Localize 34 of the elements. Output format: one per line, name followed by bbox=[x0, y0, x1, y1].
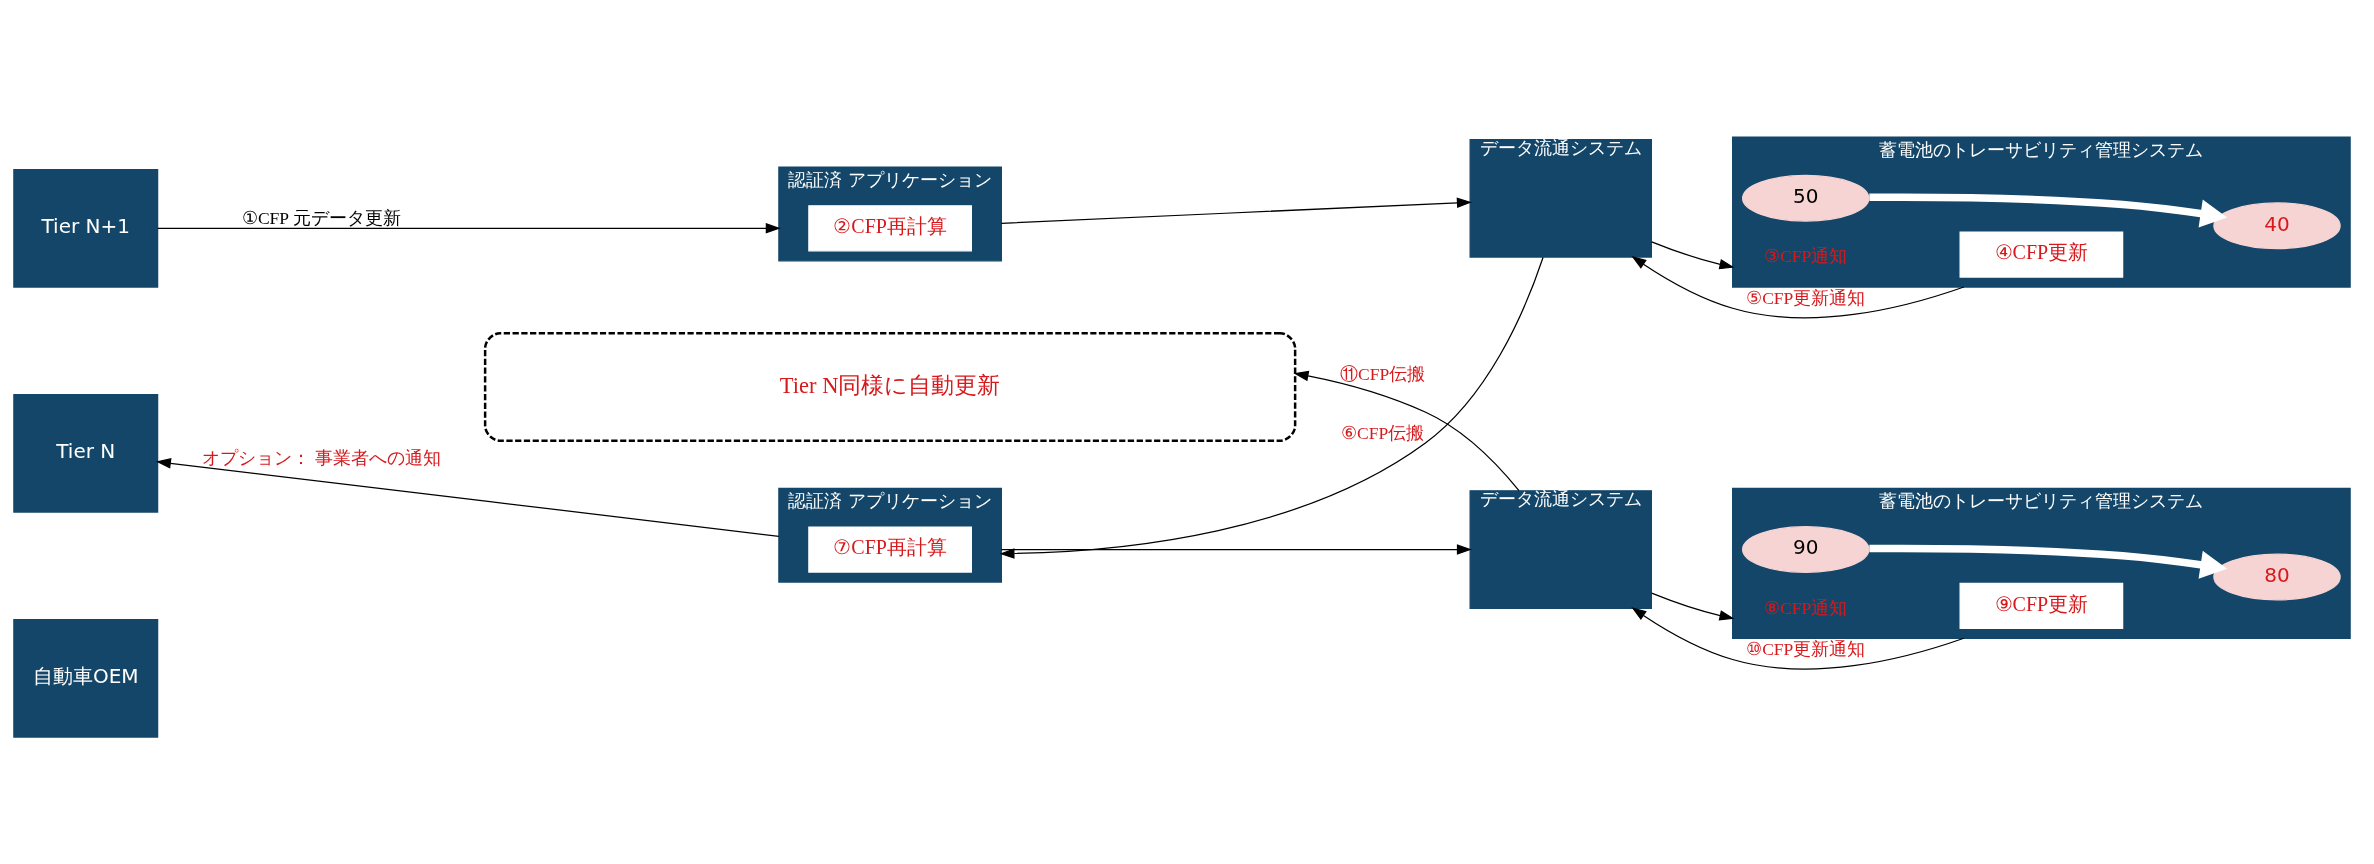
node-box: Tier N同様に自動更新 bbox=[483, 332, 1297, 442]
node-box: 自動車OEM bbox=[13, 618, 159, 738]
node-box: ⑨CFP更新 bbox=[1959, 582, 2124, 629]
arrow bbox=[1000, 197, 1472, 224]
arrow bbox=[157, 223, 781, 234]
node-box: ④CFP更新 bbox=[1959, 231, 2124, 278]
edge-label: ⑩CFP更新通知 bbox=[1746, 638, 1866, 659]
edge-label: ⑥CFP伝搬 bbox=[1341, 422, 1425, 443]
node-box: ⑦CFP再計算 bbox=[808, 526, 972, 573]
node-box: ②CFP再計算 bbox=[808, 205, 972, 252]
node-ellipse: 40 bbox=[2213, 202, 2341, 250]
edge-label: ⑪CFP伝搬 bbox=[1340, 363, 1426, 384]
node-box: Tier N bbox=[13, 393, 159, 513]
arrow bbox=[1651, 592, 1735, 621]
edge-label: ⑤CFP更新通知 bbox=[1746, 287, 1866, 308]
edge-label: オプション： 事業者への通知 bbox=[202, 447, 441, 468]
edge-label: ①CFP 元データ更新 bbox=[241, 207, 401, 228]
arrow bbox=[1000, 544, 1472, 555]
edge-label: ⑧CFP通知 bbox=[1764, 597, 1848, 618]
edge-label: ③CFP通知 bbox=[1764, 246, 1848, 267]
arrow bbox=[155, 458, 780, 537]
arrow bbox=[1631, 607, 1965, 670]
arrow bbox=[1869, 193, 2228, 228]
node-box: データ流通システム bbox=[1469, 490, 1652, 609]
arrow bbox=[1651, 241, 1735, 270]
node-ellipse: 80 bbox=[2213, 553, 2341, 601]
arrow bbox=[1631, 255, 1965, 319]
node-ellipse: 50 bbox=[1742, 174, 1870, 222]
node-box: Tier N+1 bbox=[13, 168, 159, 288]
node-box: データ流通システム bbox=[1469, 138, 1652, 258]
arrow bbox=[1869, 544, 2228, 579]
arrow bbox=[999, 256, 1544, 559]
arrow bbox=[1293, 370, 1520, 492]
node-ellipse: 90 bbox=[1742, 526, 1870, 573]
